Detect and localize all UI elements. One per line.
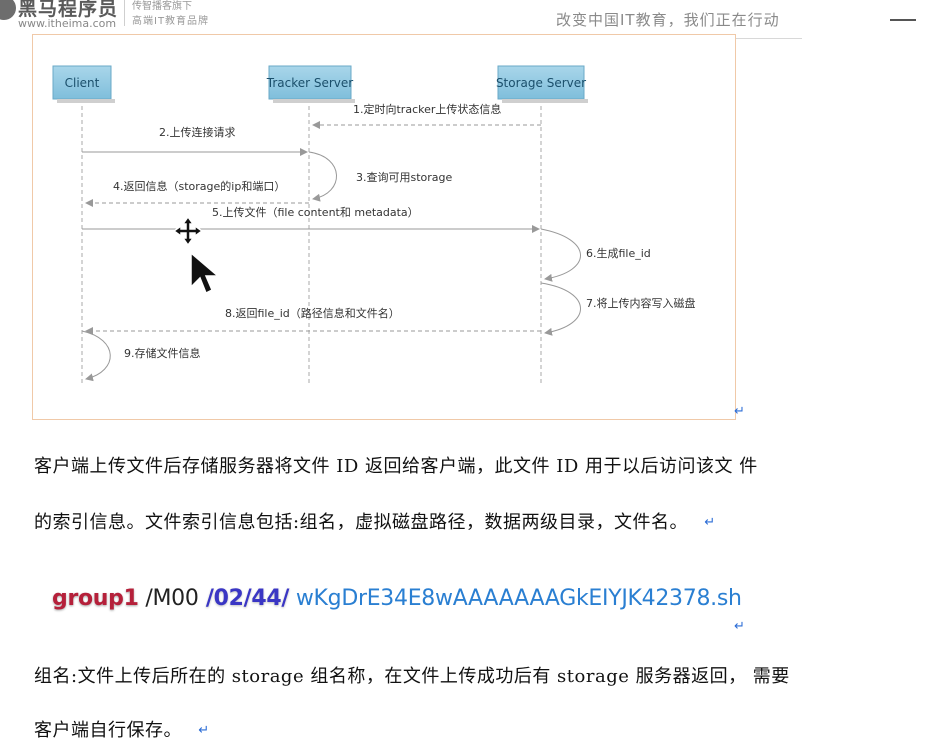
path-dirs: /02/44/ — [198, 586, 290, 611]
lane-label-client: Client — [65, 76, 100, 90]
path-filename: wKgDrE34E8wAAAAAAAGkEIYJK42378.sh — [289, 586, 742, 611]
logo-tagline: 传智播客旗下 — [132, 1, 192, 12]
msg-4-label: 4.返回信息（storage的ip和端口） — [113, 179, 285, 193]
paragraph-1-line-1: 客户端上传文件后存储服务器将文件 ID 返回给客户端，此文件 ID 用于以后访问… — [34, 456, 758, 477]
paragraph-mark: ↵ — [198, 723, 210, 738]
sequence-diagram: Client Tracker Server Storage Server 1.定… — [32, 34, 736, 420]
msg-3-arrow — [308, 151, 337, 202]
logo-icon — [0, 0, 16, 20]
paragraph-mark: ↵ — [734, 404, 745, 419]
msg-5-label: 5.上传文件（file content和 metadata） — [212, 205, 419, 219]
file-id-example: group1 /M00 /02/44/ wKgDrE34E8wAAAAAAAGk… — [52, 586, 742, 611]
paragraph-2-line-2: 客户端自行保存。 ↵ — [34, 716, 210, 742]
logo-tagline-2: 高端IT教育品牌 — [132, 16, 210, 27]
path-group: group1 — [52, 586, 139, 611]
diagram-canvas: Client Tracker Server Storage Server 1.定… — [52, 65, 696, 383]
lane-tracker: Tracker Server — [266, 65, 355, 103]
msg-8-label: 8.返回file_id（路径信息和文件名） — [225, 306, 400, 320]
msg-2-label: 2.上传连接请求 — [159, 126, 236, 139]
logo-title: 黑马程序员 — [18, 0, 119, 20]
paragraph-mark: ↵ — [734, 619, 745, 634]
paragraph-2-line-1: 组名:文件上传后所在的 storage 组名称，在文件上传成功后有 storag… — [34, 666, 790, 687]
paragraph-1-line-2-text: 的索引信息。文件索引信息包括:组名，虚拟磁盘路径，数据两级目录，文件名。 — [34, 512, 689, 533]
page-header: 黑马程序员 www.itheima.com 传智播客旗下 高端IT教育品牌 改变… — [0, 0, 952, 40]
paragraph-2-line-2-text: 客户端自行保存。 — [34, 720, 182, 741]
pointer-cursor-icon — [190, 251, 221, 295]
logo-divider — [124, 0, 125, 26]
paragraph-mark: ↵ — [704, 515, 716, 530]
msg-9-arrow — [81, 330, 111, 382]
move-cursor-icon — [172, 215, 204, 247]
lane-storage: Storage Server — [496, 65, 588, 103]
lane-label-tracker: Tracker Server — [266, 76, 354, 90]
msg-7-arrow — [540, 282, 581, 336]
msg-7-label: 7.将上传内容写入磁盘 — [586, 296, 696, 310]
lane-label-storage: Storage Server — [496, 76, 586, 90]
lane-client: Client — [52, 65, 115, 103]
msg-3-label: 3.查询可用storage — [356, 170, 453, 184]
paragraph-1-line-2: 的索引信息。文件索引信息包括:组名，虚拟磁盘路径，数据两级目录，文件名。 ↵ — [34, 508, 716, 534]
msg-9-label: 9.存储文件信息 — [124, 346, 201, 360]
minimize-icon[interactable] — [890, 19, 916, 21]
logo-url: www.itheima.com — [18, 17, 117, 30]
path-disk: /M00 — [138, 586, 199, 611]
msg-6-arrow — [540, 228, 581, 282]
msg-1-label: 1.定时向tracker上传状态信息 — [353, 102, 501, 116]
header-slogan: 改变中国IT教育，我们正在行动 — [556, 11, 780, 29]
msg-6-label: 6.生成file_id — [586, 246, 651, 260]
